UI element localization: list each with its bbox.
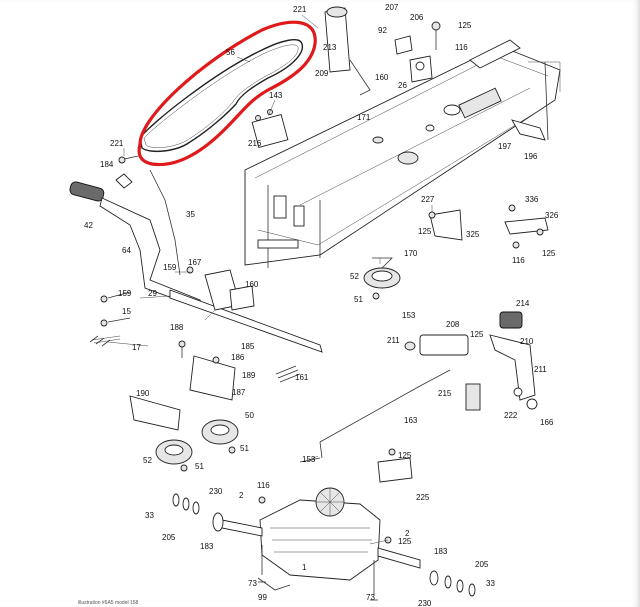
callout-labels: 221 207 206 125 92 213 116 56 209 160 26…: [84, 3, 559, 607]
callout-label: 211: [387, 336, 400, 345]
callout-label: 216: [248, 139, 262, 148]
callout-label: 116: [257, 481, 270, 490]
callout-label: 92: [378, 26, 387, 35]
callout-label: 116: [455, 43, 468, 52]
brake-pedal-assembly: [299, 311, 538, 483]
callout-label: 197: [498, 142, 512, 151]
callout-label: 17: [132, 343, 141, 352]
callout-label: 51: [195, 462, 204, 471]
callout-label: 56: [226, 48, 235, 57]
callout-label: 143: [269, 91, 283, 100]
callout-label: 230: [209, 487, 223, 496]
callout-label: 159: [118, 289, 132, 298]
callout-label: 116: [512, 256, 525, 265]
callout-label: 35: [186, 210, 195, 219]
callout-label: 51: [354, 295, 363, 304]
callout-label: 15: [122, 307, 131, 316]
callout-label: 125: [418, 227, 432, 236]
callout-label: 188: [170, 323, 184, 332]
callout-label: 190: [136, 389, 150, 398]
drive-belt-group[interactable]: [137, 20, 317, 167]
callout-label: 73: [248, 579, 257, 588]
callout-label: 326: [545, 211, 559, 220]
belt-highlight-outline: [137, 20, 317, 167]
callout-label: 221: [293, 5, 307, 14]
callout-label: 160: [375, 73, 389, 82]
callout-label: 159: [163, 263, 177, 272]
callout-label: 205: [162, 533, 176, 542]
callout-label: 170: [404, 249, 418, 258]
callout-label: 52: [143, 456, 152, 465]
callout-label: 196: [524, 152, 538, 161]
callout-label: 215: [438, 389, 452, 398]
callout-label: 184: [100, 160, 114, 169]
callout-label: 214: [516, 299, 530, 308]
callout-label: 52: [350, 272, 359, 281]
callout-label: 42: [84, 221, 93, 230]
callout-label: 325: [466, 230, 480, 239]
idler-pulley-upper: [363, 257, 401, 300]
callout-label: 2: [239, 491, 244, 500]
callout-label: 125: [542, 249, 556, 258]
upper-bracket-parts: [118, 6, 441, 164]
callout-label: 163: [404, 416, 418, 425]
callout-label: 208: [446, 320, 460, 329]
callout-label: 211: [534, 365, 547, 374]
callout-label: 187: [232, 388, 246, 397]
callout-label: 210: [520, 337, 534, 346]
callout-label: 225: [416, 493, 430, 502]
callout-label: 125: [398, 451, 412, 460]
callout-label: 222: [504, 411, 518, 420]
callout-label: 99: [258, 593, 267, 602]
leader-lines: [107, 14, 433, 545]
callout-label: 230: [418, 599, 432, 607]
center-bracket-pulleys: [129, 340, 301, 472]
callout-label: 2: [405, 529, 410, 538]
callout-label: 153: [302, 455, 316, 464]
callout-label: 183: [434, 547, 448, 556]
callout-label: 213: [323, 43, 337, 52]
callout-label: 160: [245, 280, 259, 289]
callout-label: 209: [315, 69, 329, 78]
callout-label: 51: [240, 444, 249, 453]
callout-label: 185: [241, 342, 255, 351]
callout-label: 207: [385, 3, 399, 12]
callout-label: 125: [398, 537, 412, 546]
callout-label: 125: [458, 21, 472, 30]
drive-belt: [139, 39, 304, 153]
callout-label: 33: [145, 511, 154, 520]
callout-label: 29: [148, 289, 157, 298]
callout-label: 167: [188, 258, 202, 267]
callout-label: 206: [410, 13, 424, 22]
callout-label: 336: [525, 195, 539, 204]
transaxle-assembly: [172, 487, 476, 601]
callout-label: 73: [366, 593, 375, 602]
lift-lever-assembly: [69, 169, 323, 353]
callout-label: 227: [421, 195, 435, 204]
callout-label: 125: [470, 330, 484, 339]
footer-note: illustration #6A5 model 158: [78, 600, 139, 606]
callout-label: 205: [475, 560, 489, 569]
right-side-parts: [428, 204, 549, 249]
callout-label: 186: [231, 353, 245, 362]
callout-label: 221: [110, 139, 124, 148]
callout-label: 171: [357, 113, 371, 122]
callout-label: 50: [245, 411, 254, 420]
callout-label: 1: [302, 563, 307, 572]
chassis-frame: [244, 39, 561, 268]
callout-label: 166: [540, 418, 554, 427]
callout-label: 189: [242, 371, 256, 380]
callout-label: 64: [122, 246, 131, 255]
callout-label: 153: [402, 311, 416, 320]
callout-label: 161: [295, 373, 309, 382]
callout-label: 26: [398, 81, 407, 90]
callout-label: 183: [200, 542, 214, 551]
callout-label: 33: [486, 579, 495, 588]
